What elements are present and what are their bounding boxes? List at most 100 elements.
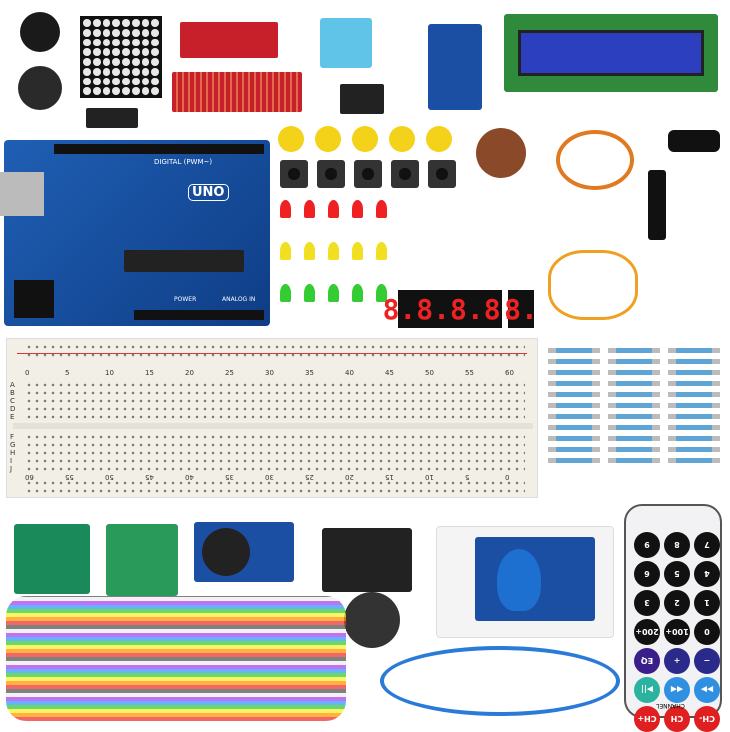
breadboard-column-number: 30 [265,369,274,377]
matrix-dot [151,87,159,95]
relay-module [428,24,482,110]
resistor [608,359,660,364]
matrix-dot [112,28,120,37]
passive-buzzer [18,66,62,110]
breadboard-column-number: 60 [505,369,514,377]
matrix-dot [151,77,159,86]
rgb-led-module [340,84,384,114]
remote-button[interactable]: 8 [664,532,690,558]
matrix-dot [122,77,130,86]
remote-button[interactable]: CH- [694,706,720,732]
remote-button[interactable]: 5 [664,561,690,587]
matrix-dot [131,28,140,37]
remote-button[interactable]: 1 [694,590,720,616]
analog-label: ANALOG IN [222,296,256,303]
led [376,284,387,302]
breadboard-column-number: 50 [425,369,434,377]
resistor [548,425,600,430]
matrix-dot [112,19,120,27]
matrix-dot [122,38,130,47]
matrix-dot [131,67,140,76]
breadboard-row-letter: F [10,433,15,441]
water-level-sensor [172,72,302,112]
breadboard-column-number: 15 [145,369,154,377]
matrix-dot [83,19,91,27]
remote-button[interactable]: + [664,648,690,674]
breadboard-row-letter: D [10,405,16,413]
led [376,242,387,260]
remote-button[interactable]: 100+ [664,619,690,645]
remote-button[interactable]: 6 [634,561,660,587]
four-digit-7seg-display: 8.8.8.8. [383,290,517,328]
remote-button[interactable]: ▶|| [634,677,660,703]
remote-button[interactable]: CH [664,706,690,732]
resistor [668,458,720,463]
remote-button[interactable]: 4 [694,561,720,587]
matrix-dot [112,48,120,56]
breadboard-column-number: 10 [425,473,434,481]
stepper-driver-board [106,524,178,596]
matrix-dot [92,48,101,56]
remote-button[interactable]: EQ [634,648,660,674]
resistor [548,458,600,463]
remote-button[interactable]: ◀◀ [664,677,690,703]
breadboard-column-number: 35 [225,473,234,481]
servo-motor [556,130,634,190]
matrix-dot [102,87,111,95]
matrix-dot [92,67,101,76]
matrix-dot [141,48,150,56]
channel-label: CHANNEL [656,702,685,709]
matrix-dot [83,48,91,56]
single-7seg-display: 8. [504,290,538,328]
shift-register-chip [86,108,138,128]
digital-label: DIGITAL (PWM~) [154,158,213,166]
resistor [608,370,660,375]
matrix-dot [112,67,120,76]
remote-button[interactable]: 0 [694,619,720,645]
breadboard-column-number: 55 [65,473,74,481]
remote-button[interactable]: 9 [634,532,660,558]
tactile-switch [428,160,456,188]
remote-button[interactable]: CH+ [634,706,660,732]
breadboard-row-letter: I [10,457,13,465]
breadboard-row-letter: C [10,397,15,405]
arduino-uno-board: DIGITAL (PWM~) UNO POWER ANALOG IN [0,140,270,326]
remote-button[interactable]: ▶▶ [694,677,720,703]
resistor [608,436,660,441]
matrix-dot [83,67,91,76]
remote-button[interactable]: 3 [634,590,660,616]
led [304,200,315,218]
breadboard-column-number: 5 [65,369,70,377]
matrix-dot [131,19,140,27]
tactile-switch [354,160,382,188]
breadboard-column-number: 0 [505,473,510,481]
resistor [668,447,720,452]
breadboard-column-number: 50 [105,473,114,481]
resistor [668,348,720,353]
matrix-dot [83,28,91,37]
dht11-sensor [320,18,372,68]
breadboard-row-letter: A [10,381,15,389]
breadboard-column-number: 20 [185,369,194,377]
matrix-dot [122,28,130,37]
resistor [608,403,660,408]
breadboard-column-number: 60 [25,473,34,481]
breadboard-column-number: 0 [25,369,30,377]
matrix-dot [112,77,120,86]
lcd-1602-module [504,14,718,92]
remote-button[interactable]: 200+ [634,619,660,645]
resistor [548,436,600,441]
matrix-dot [102,67,111,76]
joystick-module [322,528,412,592]
matrix-dot [141,19,150,27]
breadboard-column-number: 25 [305,473,314,481]
remote-button[interactable]: − [694,648,720,674]
matrix-dot [151,67,159,76]
rtc-module [194,522,294,582]
button-cap [426,126,452,152]
matrix-dot [141,38,150,47]
remote-button[interactable]: 2 [664,590,690,616]
remote-button[interactable]: 7 [694,532,720,558]
